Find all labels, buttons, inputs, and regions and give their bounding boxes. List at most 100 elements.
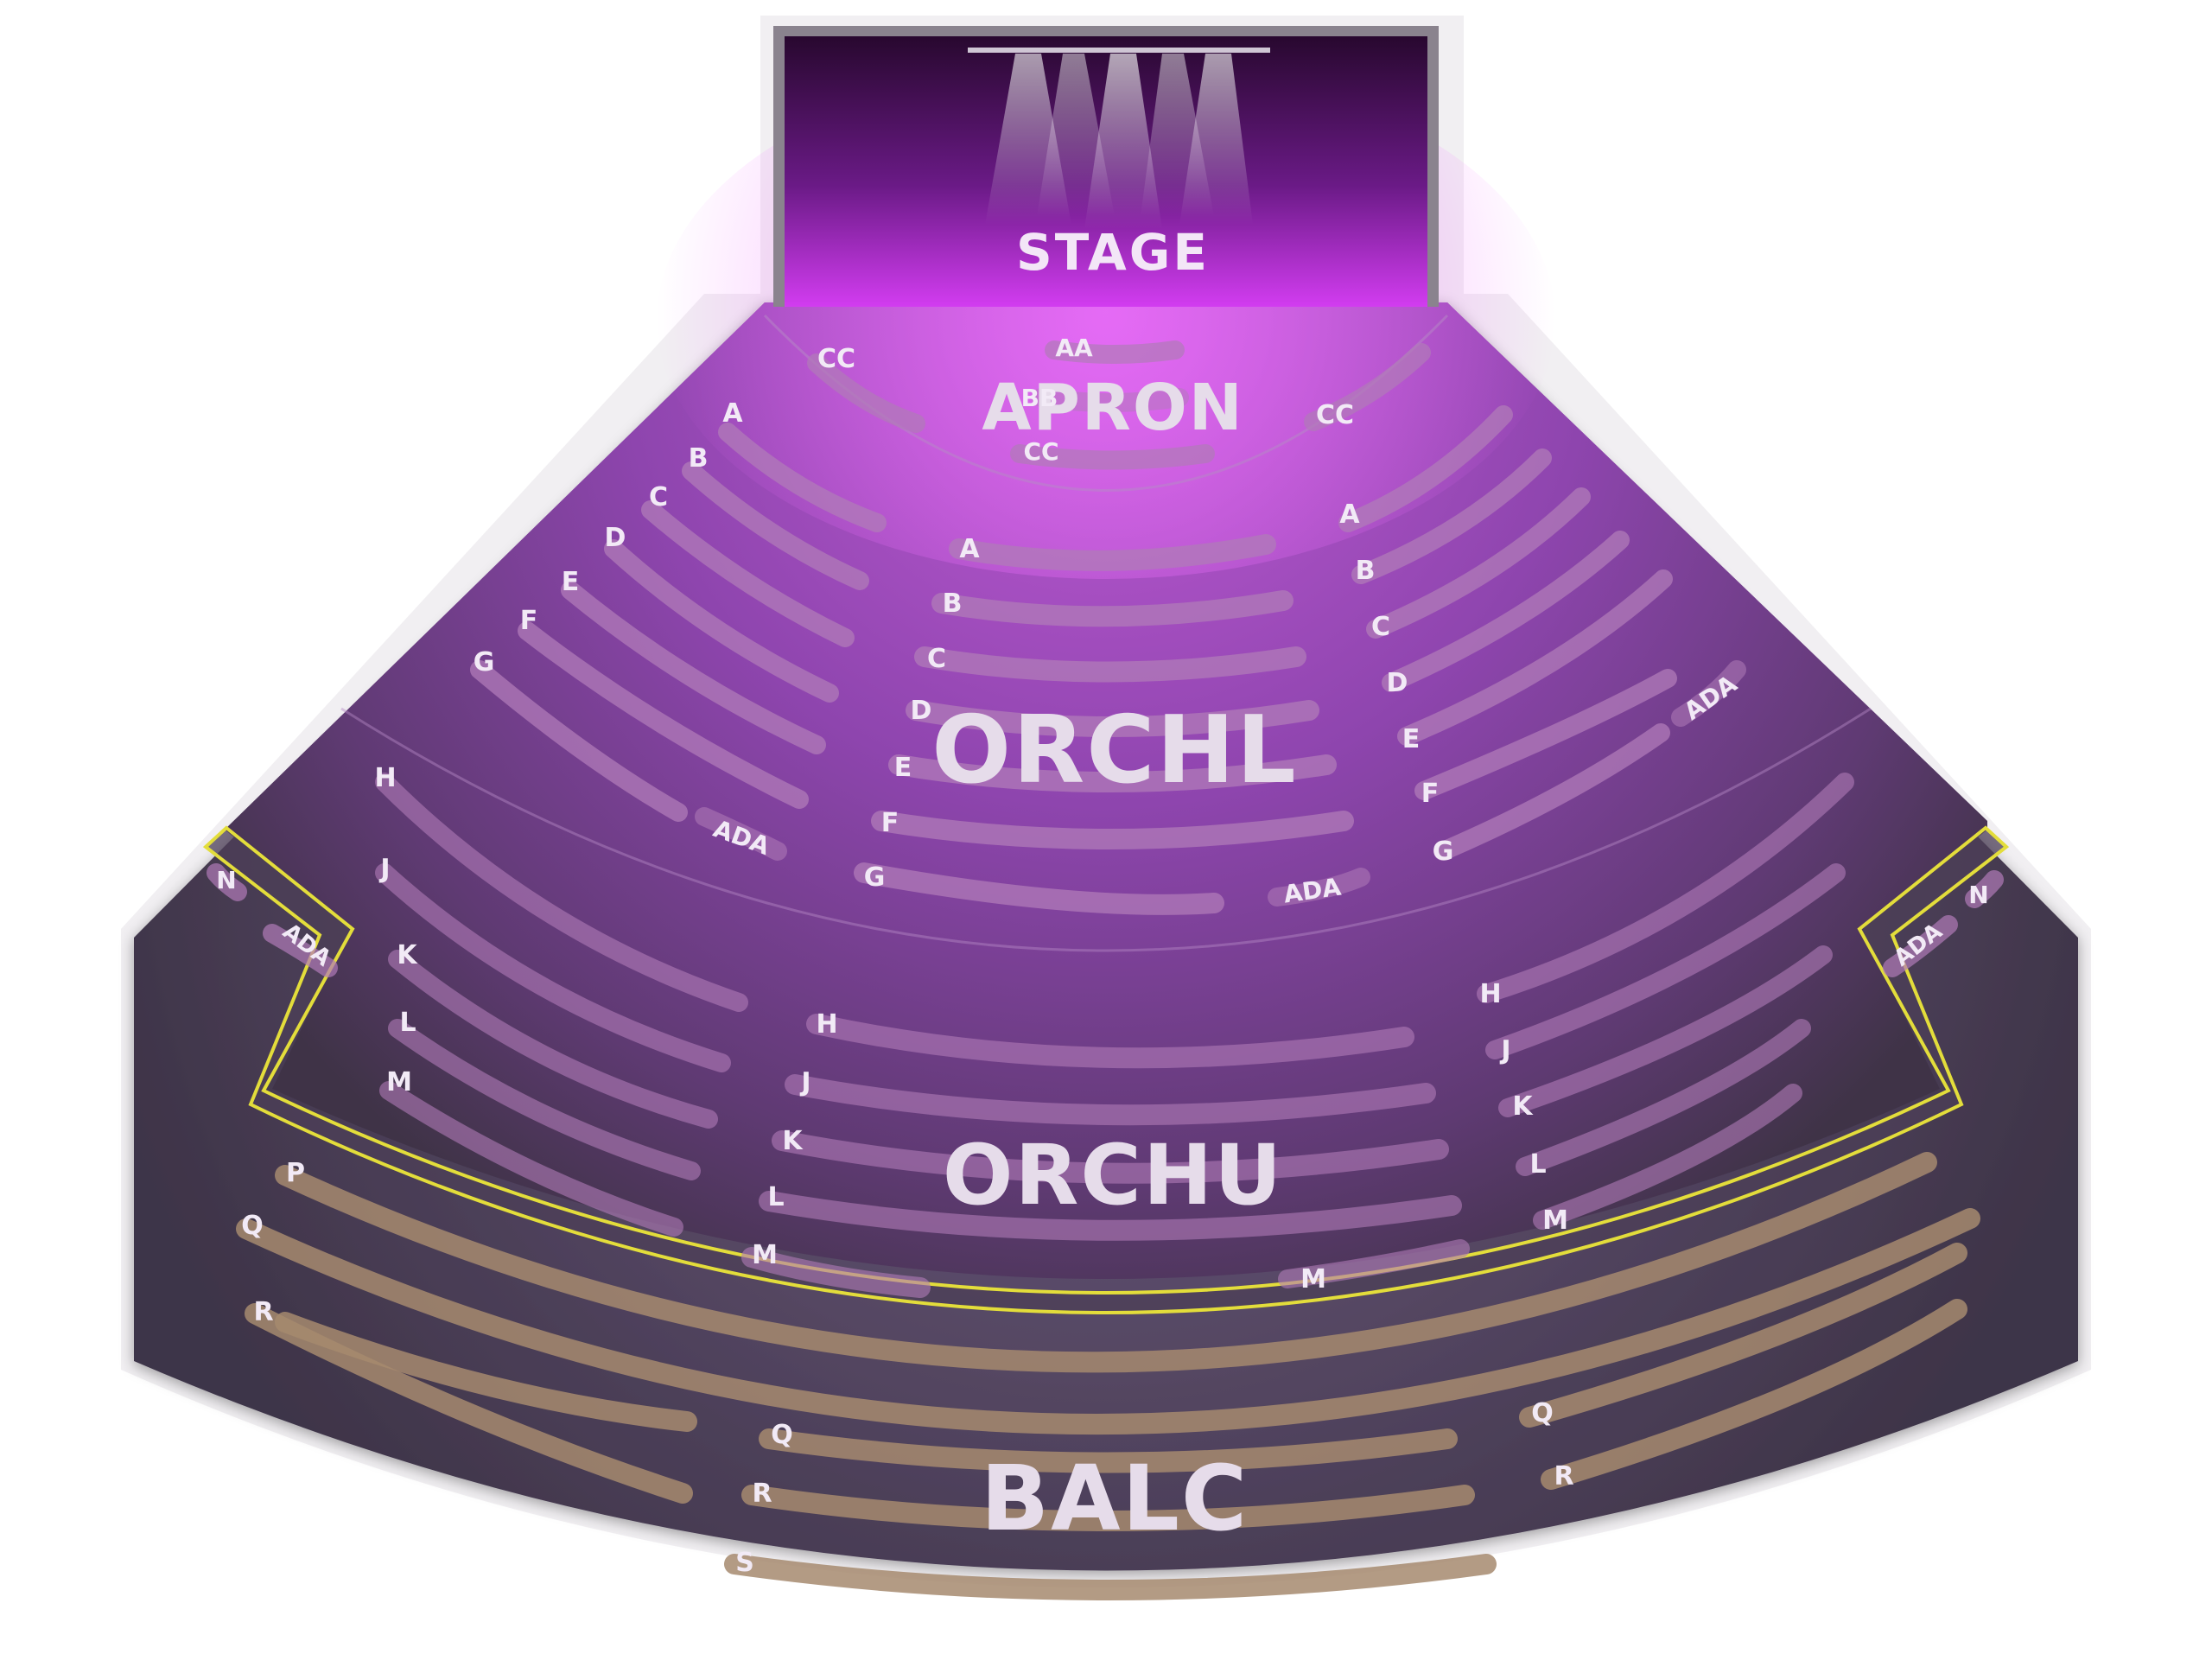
row-label-q: Q <box>1531 1398 1554 1428</box>
orchl-center-row-e[interactable] <box>888 754 1337 792</box>
row-label-f: F <box>1421 779 1440 809</box>
row-label-g: G <box>1433 836 1454 867</box>
balc-center-row-r[interactable] <box>741 1485 1475 1531</box>
row-label-r: R <box>752 1479 772 1509</box>
orchl-center-row-a[interactable] <box>949 534 1276 571</box>
orchl-right-ada[interactable] <box>1671 660 1746 727</box>
section-label-balc[interactable]: BALC <box>981 1446 1249 1551</box>
orchl-right-row-e[interactable] <box>1397 569 1673 746</box>
row-label-g: G <box>474 647 495 677</box>
balc-center-row-q[interactable] <box>759 1428 1458 1473</box>
row-label-d: D <box>605 523 626 553</box>
row-label-j: J <box>378 854 390 884</box>
box-right-row-n[interactable] <box>1965 870 2004 908</box>
row-label-r: R <box>1554 1461 1573 1492</box>
row-label-d: D <box>911 696 932 726</box>
row-label-m: M <box>386 1067 412 1097</box>
orchu-left-row-m[interactable] <box>379 1081 683 1237</box>
row-label-aa: AA <box>1055 334 1093 362</box>
row-label-d: D <box>1387 668 1408 698</box>
apron-row-cc-right[interactable] <box>1304 343 1431 431</box>
row-label-k: K <box>397 940 418 970</box>
orchl-right-row-d[interactable] <box>1382 531 1630 692</box>
section-label-orchu[interactable]: ORCHU <box>943 1127 1283 1224</box>
row-label-c: C <box>1371 612 1390 642</box>
row-label-cc: CC <box>817 344 855 374</box>
row-label-l: L <box>1529 1149 1546 1180</box>
orchu-center-row-m-right[interactable] <box>1278 1239 1470 1288</box>
box-right-ada[interactable] <box>1883 915 1958 977</box>
orchu-center-row-m[interactable] <box>741 1247 931 1298</box>
apron-row-cc-center[interactable] <box>1010 444 1215 470</box>
orchl-right-row-c[interactable] <box>1366 487 1591 639</box>
row-label-m: M <box>1542 1205 1568 1236</box>
row-label-a: A <box>722 398 743 429</box>
apron-row-aa[interactable] <box>1045 340 1185 364</box>
row-label-s: S <box>735 1548 754 1578</box>
orchu-right-row-k[interactable] <box>1498 945 1833 1117</box>
orchl-center-row-c[interactable] <box>914 646 1306 683</box>
balc-right-row-q[interactable] <box>1519 1243 1967 1428</box>
row-label-m: M <box>752 1240 778 1270</box>
box-left-ada[interactable] <box>263 924 338 977</box>
orchl-right-row-a[interactable] <box>1338 405 1513 532</box>
orchl-left-ada[interactable] <box>695 807 787 861</box>
row-label-l: L <box>399 1008 416 1038</box>
apron-row-bb[interactable] <box>1032 388 1189 412</box>
orchu-left-row-j[interactable] <box>375 863 731 1072</box>
orchl-left-row-f[interactable] <box>518 621 809 809</box>
orchu-center-row-l[interactable] <box>759 1191 1462 1241</box>
orchu-center-row-k[interactable] <box>772 1130 1449 1184</box>
row-label-n: N <box>1968 881 1988 909</box>
row-label-k: K <box>782 1126 804 1156</box>
orchu-right-row-j[interactable] <box>1485 863 1846 1059</box>
row-label-q: Q <box>241 1211 264 1241</box>
orchu-left-row-l[interactable] <box>388 1019 701 1180</box>
balc-row-r-left-extra[interactable] <box>275 1312 697 1432</box>
orchl-center-row-f[interactable] <box>871 811 1354 849</box>
orchl-left-row-b[interactable] <box>682 461 869 590</box>
orchl-left-row-e[interactable] <box>561 581 826 754</box>
orchu-left-row-k[interactable] <box>388 950 718 1129</box>
row-label-c: C <box>927 644 946 674</box>
orchl-left-row-g[interactable] <box>470 660 688 822</box>
row-label-h: H <box>374 763 396 793</box>
row-label-j: J <box>1499 1035 1510 1066</box>
row-label-cc: CC <box>1316 400 1354 430</box>
orchl-left-row-d[interactable] <box>604 539 839 703</box>
orchu-center-row-h[interactable] <box>806 1014 1414 1069</box>
row-label-bb: BB <box>1021 384 1058 412</box>
orchl-center-row-b[interactable] <box>931 590 1294 627</box>
orchl-center-row-d[interactable] <box>906 700 1319 737</box>
box-left-row-n[interactable] <box>207 863 247 901</box>
orchu-right-row-h[interactable] <box>1477 773 1854 1003</box>
balc-center-row-s[interactable] <box>724 1554 1497 1600</box>
orchl-right-row-b[interactable] <box>1351 448 1552 584</box>
orchl-left-row-a[interactable] <box>718 423 887 532</box>
section-label-orchl[interactable]: ORCHL <box>931 697 1297 805</box>
row-label-k: K <box>1512 1091 1534 1122</box>
row-label-b: B <box>943 588 963 619</box>
section-label-apron[interactable]: APRON <box>982 371 1243 445</box>
orchu-right-row-m[interactable] <box>1533 1084 1802 1230</box>
balc-row-p[interactable] <box>275 1152 1937 1373</box>
row-label-b: B <box>1356 556 1376 586</box>
row-label-e: E <box>562 567 580 597</box>
orchl-center-ada[interactable] <box>1268 868 1370 906</box>
orchl-right-row-g[interactable] <box>1433 723 1670 861</box>
orchu-center-row-j[interactable] <box>785 1074 1436 1126</box>
orchl-divider <box>340 707 1872 952</box>
orchu-left-row-h[interactable] <box>375 773 748 1012</box>
orchl-right-row-f[interactable] <box>1414 669 1677 800</box>
balc-row-q[interactable] <box>236 1208 1980 1435</box>
balc-right-row-r[interactable] <box>1541 1299 1967 1490</box>
orchl-left-row-c[interactable] <box>641 500 855 647</box>
apron-row-cc-left[interactable] <box>807 353 925 433</box>
spotlight-beam <box>1084 54 1162 229</box>
row-label-n: N <box>216 866 236 894</box>
row-label-r: R <box>253 1297 273 1327</box>
orchl-center-row-g[interactable] <box>854 862 1224 915</box>
orchu-right-row-l[interactable] <box>1516 1019 1811 1176</box>
stage-label: STAGE <box>1016 223 1210 282</box>
